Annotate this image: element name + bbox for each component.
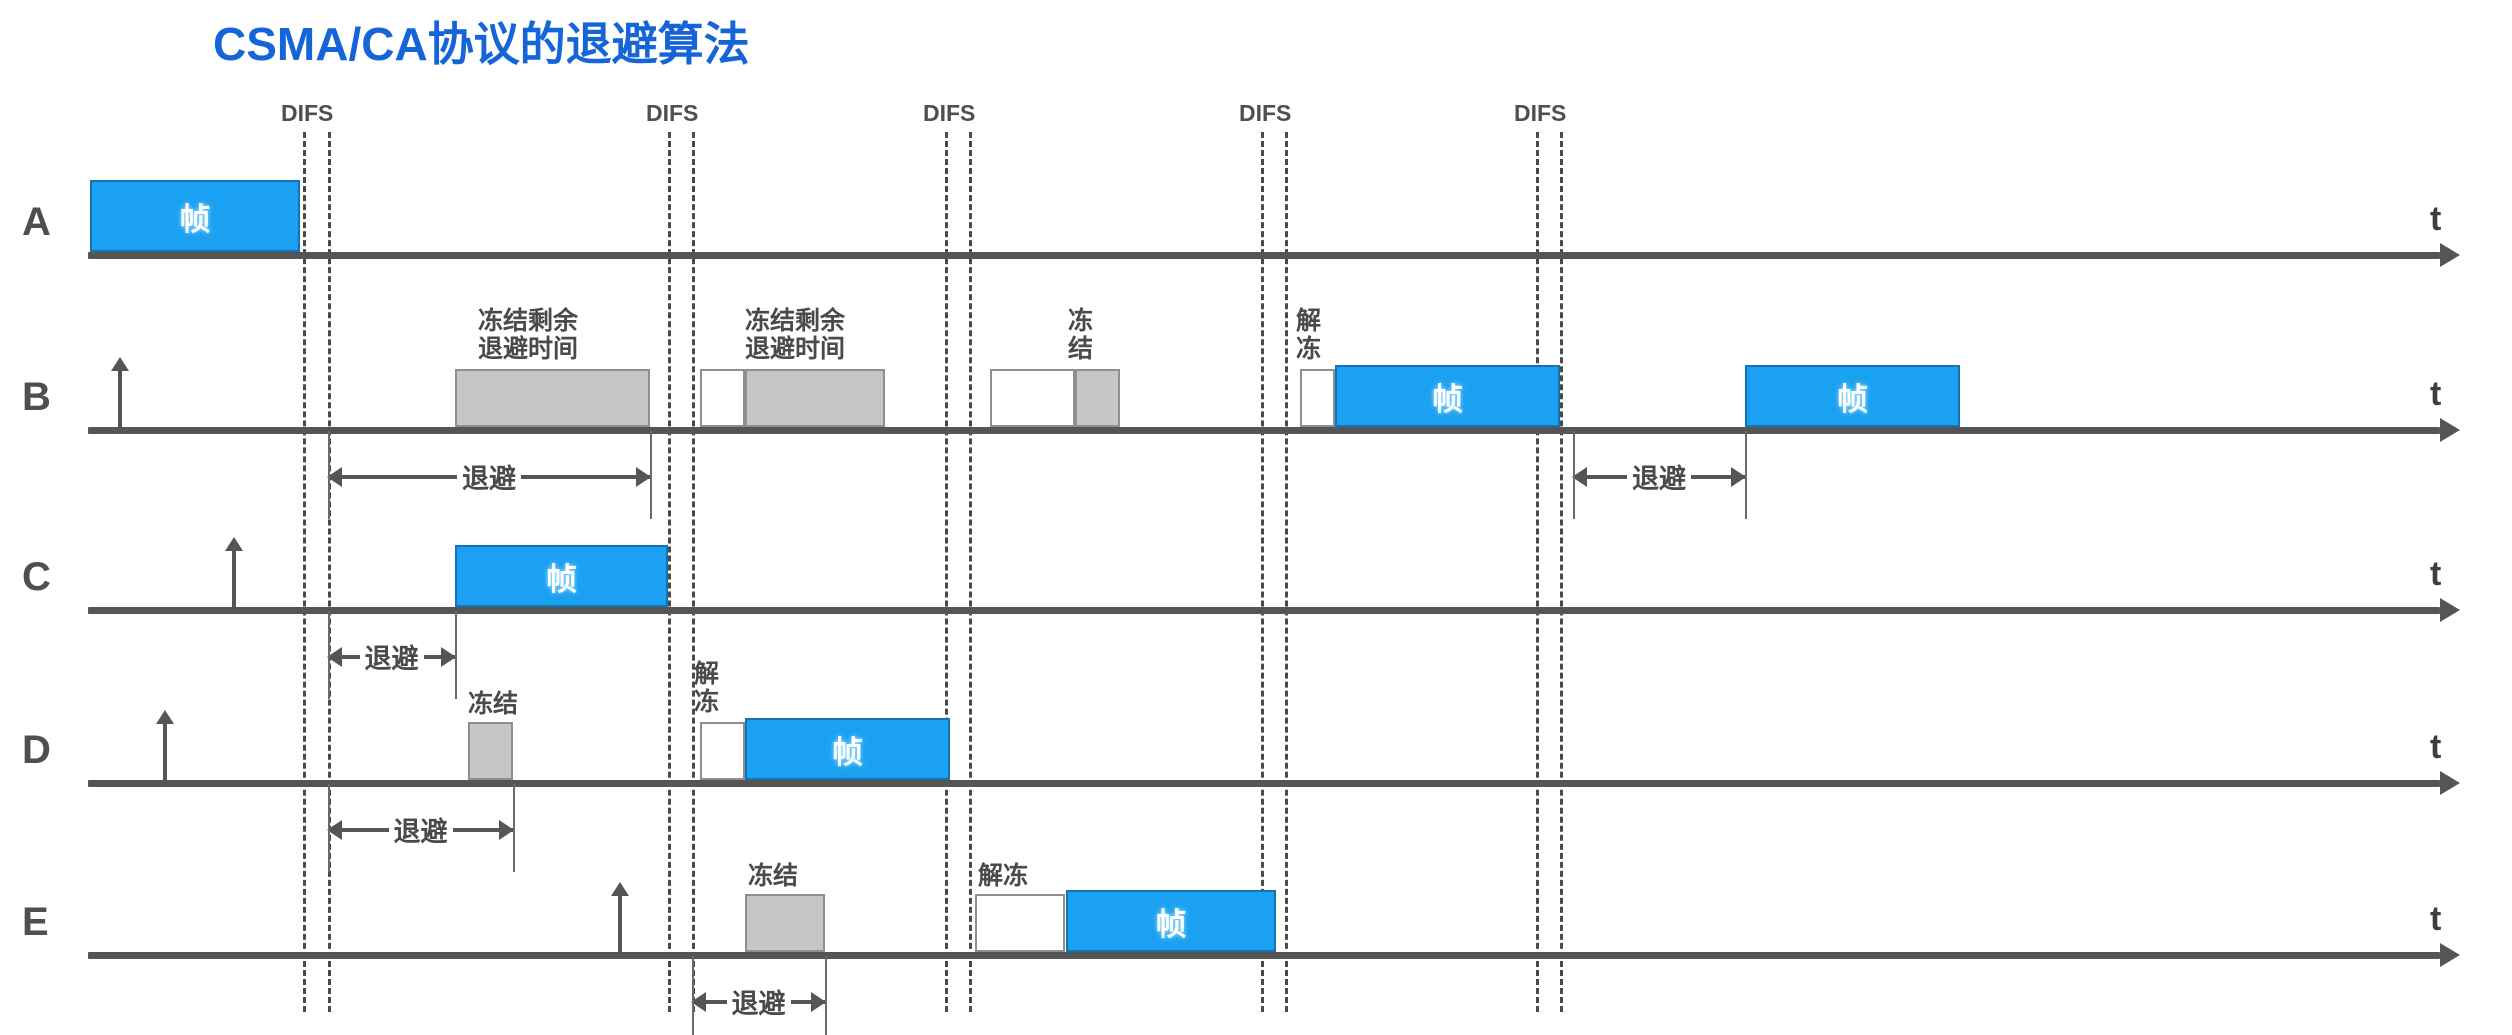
difs-dashed-line-1-2	[328, 132, 331, 1012]
measure-end-tick-d-1-2	[513, 784, 515, 872]
caption-b-3: 冻 结	[1068, 307, 1094, 363]
measure-end-tick-b-1-1	[328, 431, 330, 519]
station-label-b: B	[22, 375, 51, 419]
difs-label-2: DIFS	[646, 100, 699, 126]
measure-end-tick-b-2-1	[1573, 431, 1575, 519]
measure-end-tick-e-1-2	[825, 956, 827, 1035]
data-frame-d-1: 帧	[745, 718, 950, 780]
measure-end-tick-e-1-1	[692, 956, 694, 1035]
frame-arrival-tick-e-1	[611, 882, 629, 952]
time-axis-label-b: t	[2430, 375, 2442, 413]
timeline-axis-e	[88, 952, 2440, 959]
difs-dashed-line-3-1	[945, 132, 948, 1012]
unfrozen-slot-b-1	[700, 369, 745, 427]
backoff-label-d-1: 退避	[388, 810, 453, 849]
arrow-right-icon	[1731, 467, 1746, 487]
arrow-left-icon	[691, 992, 706, 1012]
timeline-arrowhead-c	[2440, 598, 2460, 622]
data-frame-a-1: 帧	[90, 180, 300, 252]
arrow-right-icon	[499, 820, 514, 840]
station-label-d: D	[22, 728, 51, 772]
caption-b-1: 冻结剩余 退避时间	[478, 307, 579, 363]
difs-label-5: DIFS	[1514, 100, 1567, 126]
time-axis-label-d: t	[2430, 728, 2442, 766]
frozen-backoff-box-b-1	[455, 369, 650, 427]
station-label-a: A	[22, 200, 51, 244]
caption-b-2: 冻结剩余 退避时间	[745, 307, 846, 363]
frozen-backoff-box-d-1	[468, 722, 513, 780]
measure-end-tick-c-1-2	[455, 611, 457, 699]
frame-arrival-tick-d-1	[156, 710, 174, 780]
caption-e-2: 解冻	[978, 862, 1029, 890]
caption-b-4: 解 冻	[1296, 307, 1322, 363]
timeline-axis-b	[88, 427, 2440, 434]
arrow-right-icon	[811, 992, 826, 1012]
arrow-left-icon	[327, 467, 342, 487]
data-frame-b-1: 帧	[1335, 365, 1560, 427]
difs-label-1: DIFS	[281, 100, 334, 126]
backoff-label-b-2: 退避	[1627, 457, 1691, 496]
measure-end-tick-c-1-1	[328, 611, 330, 699]
timeline-arrowhead-e	[2440, 943, 2460, 967]
difs-dashed-line-2-1	[668, 132, 671, 1012]
timeline-axis-a	[88, 252, 2440, 259]
timeline-axis-d	[88, 780, 2440, 787]
caption-e-1: 冻结	[748, 862, 799, 890]
unfrozen-slot-e-1	[975, 894, 1065, 952]
data-frame-e-1: 帧	[1066, 890, 1276, 952]
difs-label-4: DIFS	[1239, 100, 1292, 126]
frozen-backoff-box-e-1	[745, 894, 825, 952]
difs-label-3: DIFS	[923, 100, 976, 126]
arrow-left-icon	[327, 647, 342, 667]
difs-dashed-line-4-2	[1285, 132, 1288, 1012]
backoff-label-e-1: 退避	[726, 982, 791, 1021]
time-axis-label-e: t	[2430, 900, 2442, 938]
difs-dashed-line-4-1	[1261, 132, 1264, 1012]
backoff-label-c-1: 退避	[359, 637, 424, 676]
arrow-right-icon	[441, 647, 456, 667]
backoff-label-b-1: 退避	[457, 457, 521, 496]
timeline-arrowhead-a	[2440, 243, 2460, 267]
measure-end-tick-b-2-2	[1745, 431, 1747, 519]
time-axis-label-c: t	[2430, 555, 2442, 593]
difs-dashed-line-3-2	[969, 132, 972, 1012]
frame-arrival-tick-c-1	[225, 537, 243, 607]
page-title: CSMA/CA协议的退避算法	[213, 18, 750, 70]
arrow-left-icon	[327, 820, 342, 840]
timeline-arrowhead-b	[2440, 418, 2460, 442]
frozen-backoff-box-b-3	[1075, 369, 1120, 427]
arrow-right-icon	[636, 467, 651, 487]
time-axis-label-a: t	[2430, 200, 2442, 238]
difs-dashed-line-5-2	[1560, 132, 1563, 1012]
data-frame-c-1: 帧	[455, 545, 668, 607]
timeline-arrowhead-d	[2440, 771, 2460, 795]
caption-d-1: 冻结	[468, 690, 519, 718]
station-label-e: E	[22, 900, 49, 944]
data-frame-b-2: 帧	[1745, 365, 1960, 427]
measure-end-tick-b-1-2	[650, 431, 652, 519]
measure-end-tick-d-1-1	[328, 784, 330, 872]
unfrozen-slot-b-2	[990, 369, 1075, 427]
station-label-c: C	[22, 555, 51, 599]
unfrozen-slot-d-1	[700, 722, 745, 780]
frame-arrival-tick-b-1	[111, 357, 129, 427]
arrow-left-icon	[1572, 467, 1587, 487]
frozen-backoff-box-b-2	[745, 369, 885, 427]
difs-dashed-line-1-1	[303, 132, 306, 1012]
unfrozen-slot-b-3	[1300, 369, 1335, 427]
difs-dashed-line-5-1	[1536, 132, 1539, 1012]
difs-dashed-line-2-2	[692, 132, 695, 1012]
timeline-axis-c	[88, 607, 2440, 614]
caption-d-2: 解 冻	[694, 660, 720, 716]
